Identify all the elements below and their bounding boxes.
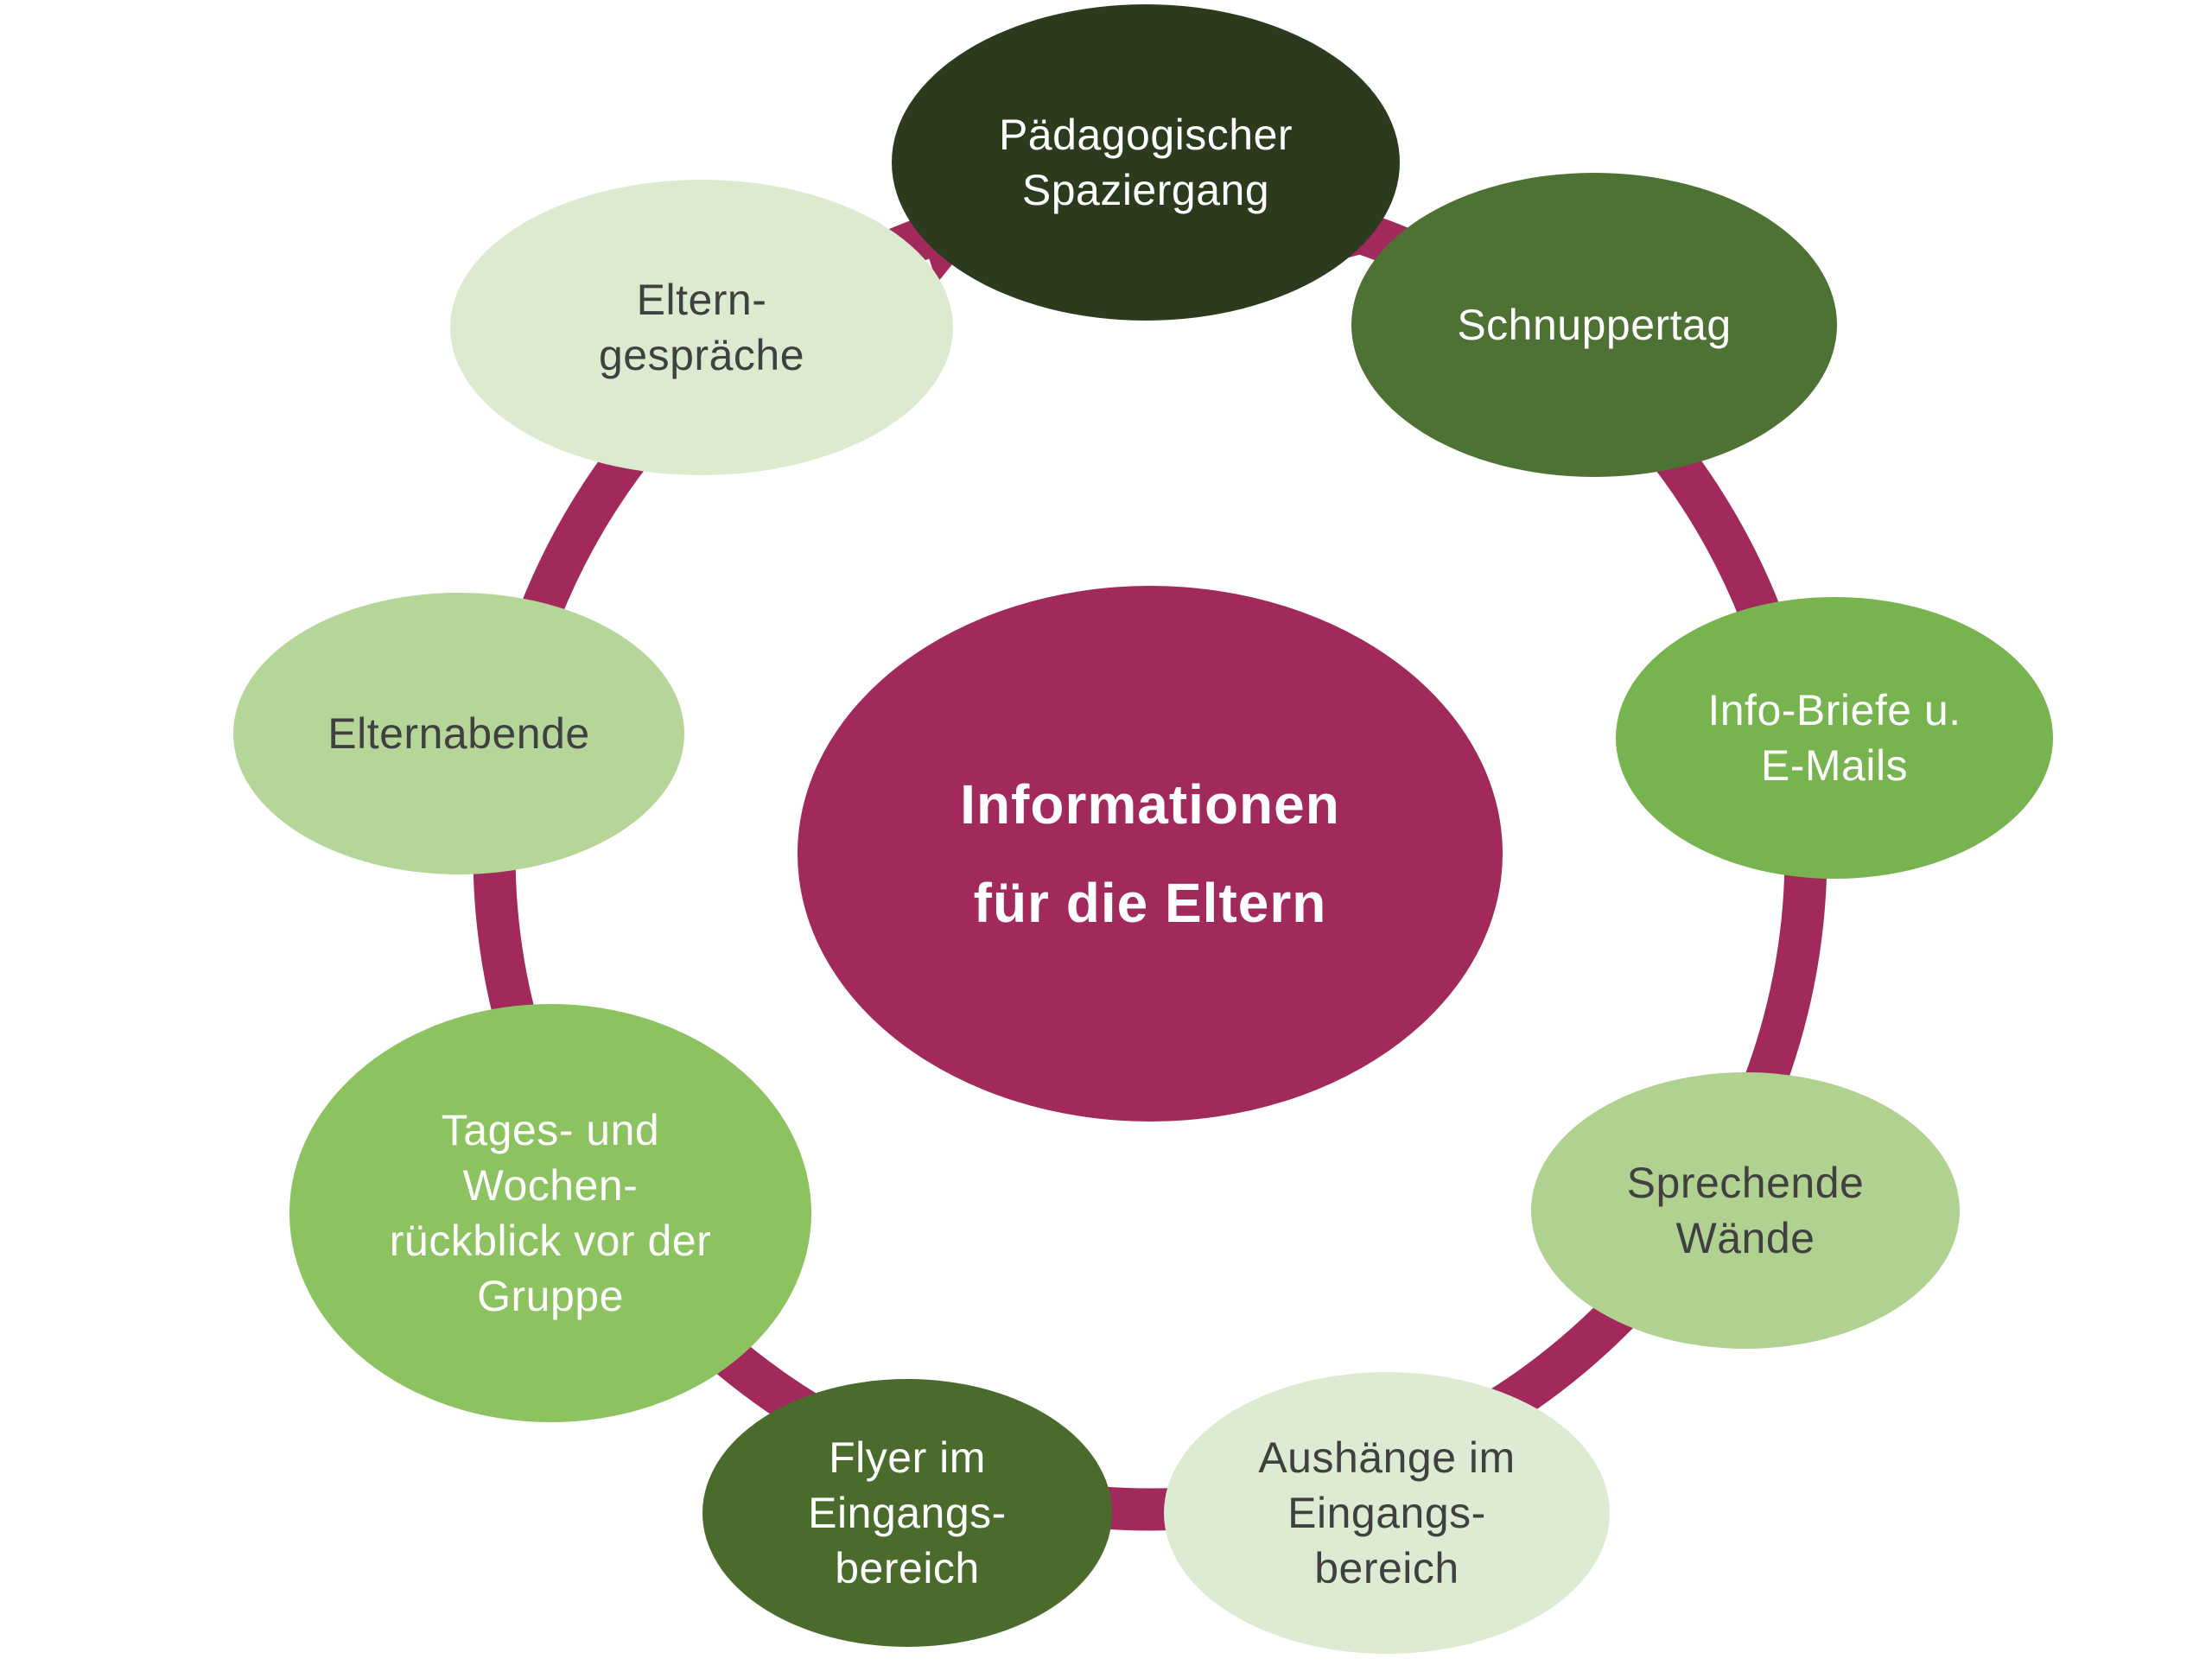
node-elterngespraeche: Eltern- gespräche (450, 180, 953, 475)
node-sprechende-waende: Sprechende Wände (1531, 1072, 1960, 1349)
node-flyer-eingangsbereich: Flyer im Eingangs- bereich (702, 1379, 1112, 1647)
node-label-elternabende: Elternabende (327, 709, 590, 758)
node-label-info-briefe-emails: Info-Briefe u. E-Mails (1707, 686, 1961, 790)
center-node-informationen: Informationen für die Eltern (798, 586, 1503, 1122)
node-label-schnuppertag: Schnuppertag (1457, 301, 1732, 349)
node-label-aushaenge-eingangsbereich: Aushänge im Eingangs- bereich (1258, 1433, 1516, 1592)
node-schnuppertag: Schnuppertag (1351, 173, 1837, 477)
node-label-paedagogischer-spaziergang: Pädagogischer Spaziergang (998, 111, 1294, 214)
node-label-flyer-eingangsbereich: Flyer im Eingangs- bereich (808, 1433, 1007, 1592)
center-title-line2: für die Eltern (973, 872, 1327, 934)
node-paedagogischer-spaziergang: Pädagogischer Spaziergang (892, 4, 1400, 321)
node-elternabende: Elternabende (233, 593, 684, 874)
node-info-briefe-emails: Info-Briefe u. E-Mails (1616, 597, 2053, 879)
node-tages-wochenrueckblick: Tages- und Wochen- rückblick vor der Gru… (289, 1004, 811, 1422)
node-label-elterngespraeche: Eltern- gespräche (599, 276, 804, 379)
center-title-line1: Informationen (960, 772, 1340, 836)
node-label-sprechende-waende: Sprechende Wände (1626, 1159, 1865, 1262)
node-label-tages-wochenrueckblick: Tages- und Wochen- rückblick vor der Gru… (389, 1106, 712, 1320)
node-aushaenge-eingangsbereich: Aushänge im Eingangs- bereich (1164, 1372, 1610, 1654)
